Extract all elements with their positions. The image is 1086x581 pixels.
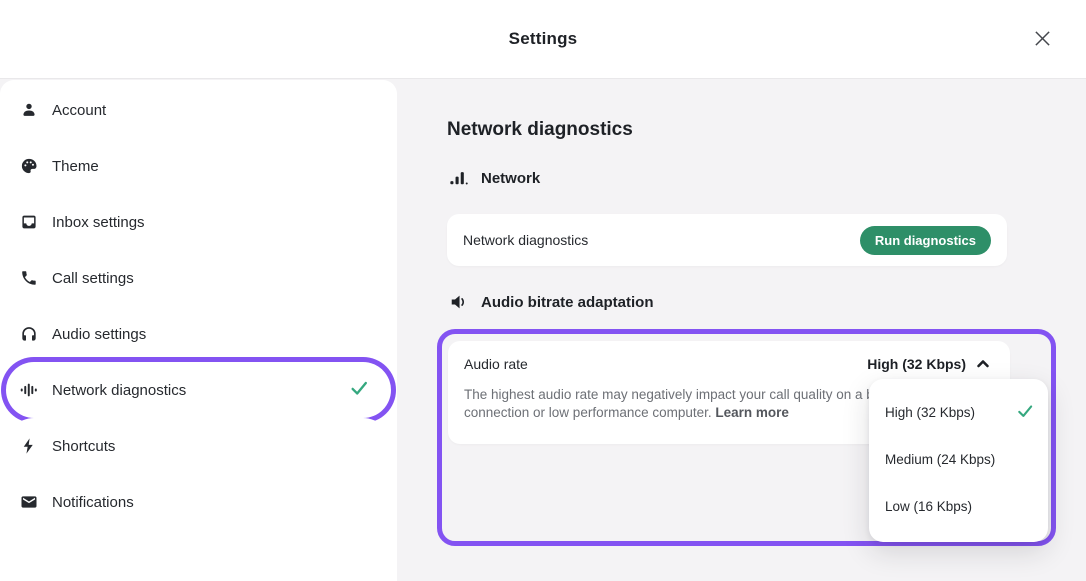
chevron-up-icon <box>976 357 990 371</box>
audio-rate-selector[interactable]: High (32 Kbps) <box>867 356 990 372</box>
inbox-icon <box>20 213 38 231</box>
lightning-icon <box>20 437 38 455</box>
check-icon <box>349 378 369 403</box>
network-diagnostics-card: Network diagnostics Run diagnostics <box>447 214 1007 266</box>
audio-rate-description: The highest audio rate may negatively im… <box>464 387 889 420</box>
sidebar-item-label: Call settings <box>52 269 134 287</box>
sidebar-item-label: Shortcuts <box>52 437 116 455</box>
audio-rate-label: Audio rate <box>464 356 528 372</box>
phone-icon <box>20 269 38 287</box>
check-icon <box>1016 402 1034 423</box>
dropdown-option-high-32-kbps[interactable]: High (32 Kbps) <box>869 389 1048 436</box>
palette-icon <box>20 157 38 175</box>
sidebar-item-call-settings[interactable]: Call settings <box>6 250 391 306</box>
learn-more-link[interactable]: Learn more <box>715 405 789 420</box>
sidebar-item-inbox-settings[interactable]: Inbox settings <box>6 194 391 250</box>
sidebar-item-theme[interactable]: Theme <box>6 138 391 194</box>
sidebar-item-network-diagnostics[interactable]: Network diagnostics <box>6 362 391 418</box>
speaker-icon <box>448 291 470 313</box>
sidebar-item-label: Theme <box>52 157 99 175</box>
sidebar-item-audio-settings[interactable]: Audio settings <box>6 306 391 362</box>
run-diagnostics-button[interactable]: Run diagnostics <box>859 225 991 255</box>
network-diagnostics-label: Network diagnostics <box>463 232 589 248</box>
audio-section-heading: Audio bitrate adaptation <box>448 291 654 313</box>
audio-section-label: Audio bitrate adaptation <box>481 293 654 311</box>
audio-rate-dropdown: High (32 Kbps) Medium (24 Kbps) Low (16 … <box>869 379 1048 542</box>
dropdown-option-medium-24-kbps[interactable]: Medium (24 Kbps) <box>869 436 1048 483</box>
dropdown-option-label: High (32 Kbps) <box>885 405 976 420</box>
close-button[interactable] <box>1026 22 1058 54</box>
close-icon <box>1034 30 1051 47</box>
sidebar-item-label: Audio settings <box>52 325 147 343</box>
signal-bars-icon <box>448 167 470 189</box>
main-panel: Network diagnostics Network Network diag… <box>397 79 1086 581</box>
sidebar-item-shortcuts[interactable]: Shortcuts <box>6 418 391 474</box>
dropdown-option-label: Medium (24 Kbps) <box>885 452 996 467</box>
sidebar-item-label: Notifications <box>52 493 134 511</box>
page-title: Network diagnostics <box>447 119 633 140</box>
headphones-icon <box>20 325 38 343</box>
modal-header: Settings <box>0 0 1086 79</box>
person-icon <box>20 101 38 119</box>
sidebar-item-notifications[interactable]: Notifications <box>6 474 391 530</box>
sidebar-item-label: Network diagnostics <box>52 381 187 399</box>
settings-sidebar: Account Theme Inbox settings Call settin… <box>0 80 397 581</box>
modal-body: Account Theme Inbox settings Call settin… <box>0 79 1086 581</box>
network-section-label: Network <box>481 169 541 187</box>
audio-rate-selected-value: High (32 Kbps) <box>867 356 966 372</box>
sidebar-item-account[interactable]: Account <box>6 82 391 138</box>
dropdown-option-label: Low (16 Kbps) <box>885 499 973 514</box>
dropdown-option-low-16-kbps[interactable]: Low (16 Kbps) <box>869 483 1048 530</box>
network-section-heading: Network <box>448 167 540 189</box>
sidebar-item-label: Account <box>52 101 107 119</box>
envelope-icon <box>20 493 38 511</box>
modal-title: Settings <box>508 29 578 48</box>
sidebar-item-label: Inbox settings <box>52 213 145 231</box>
waveform-icon <box>20 381 38 399</box>
